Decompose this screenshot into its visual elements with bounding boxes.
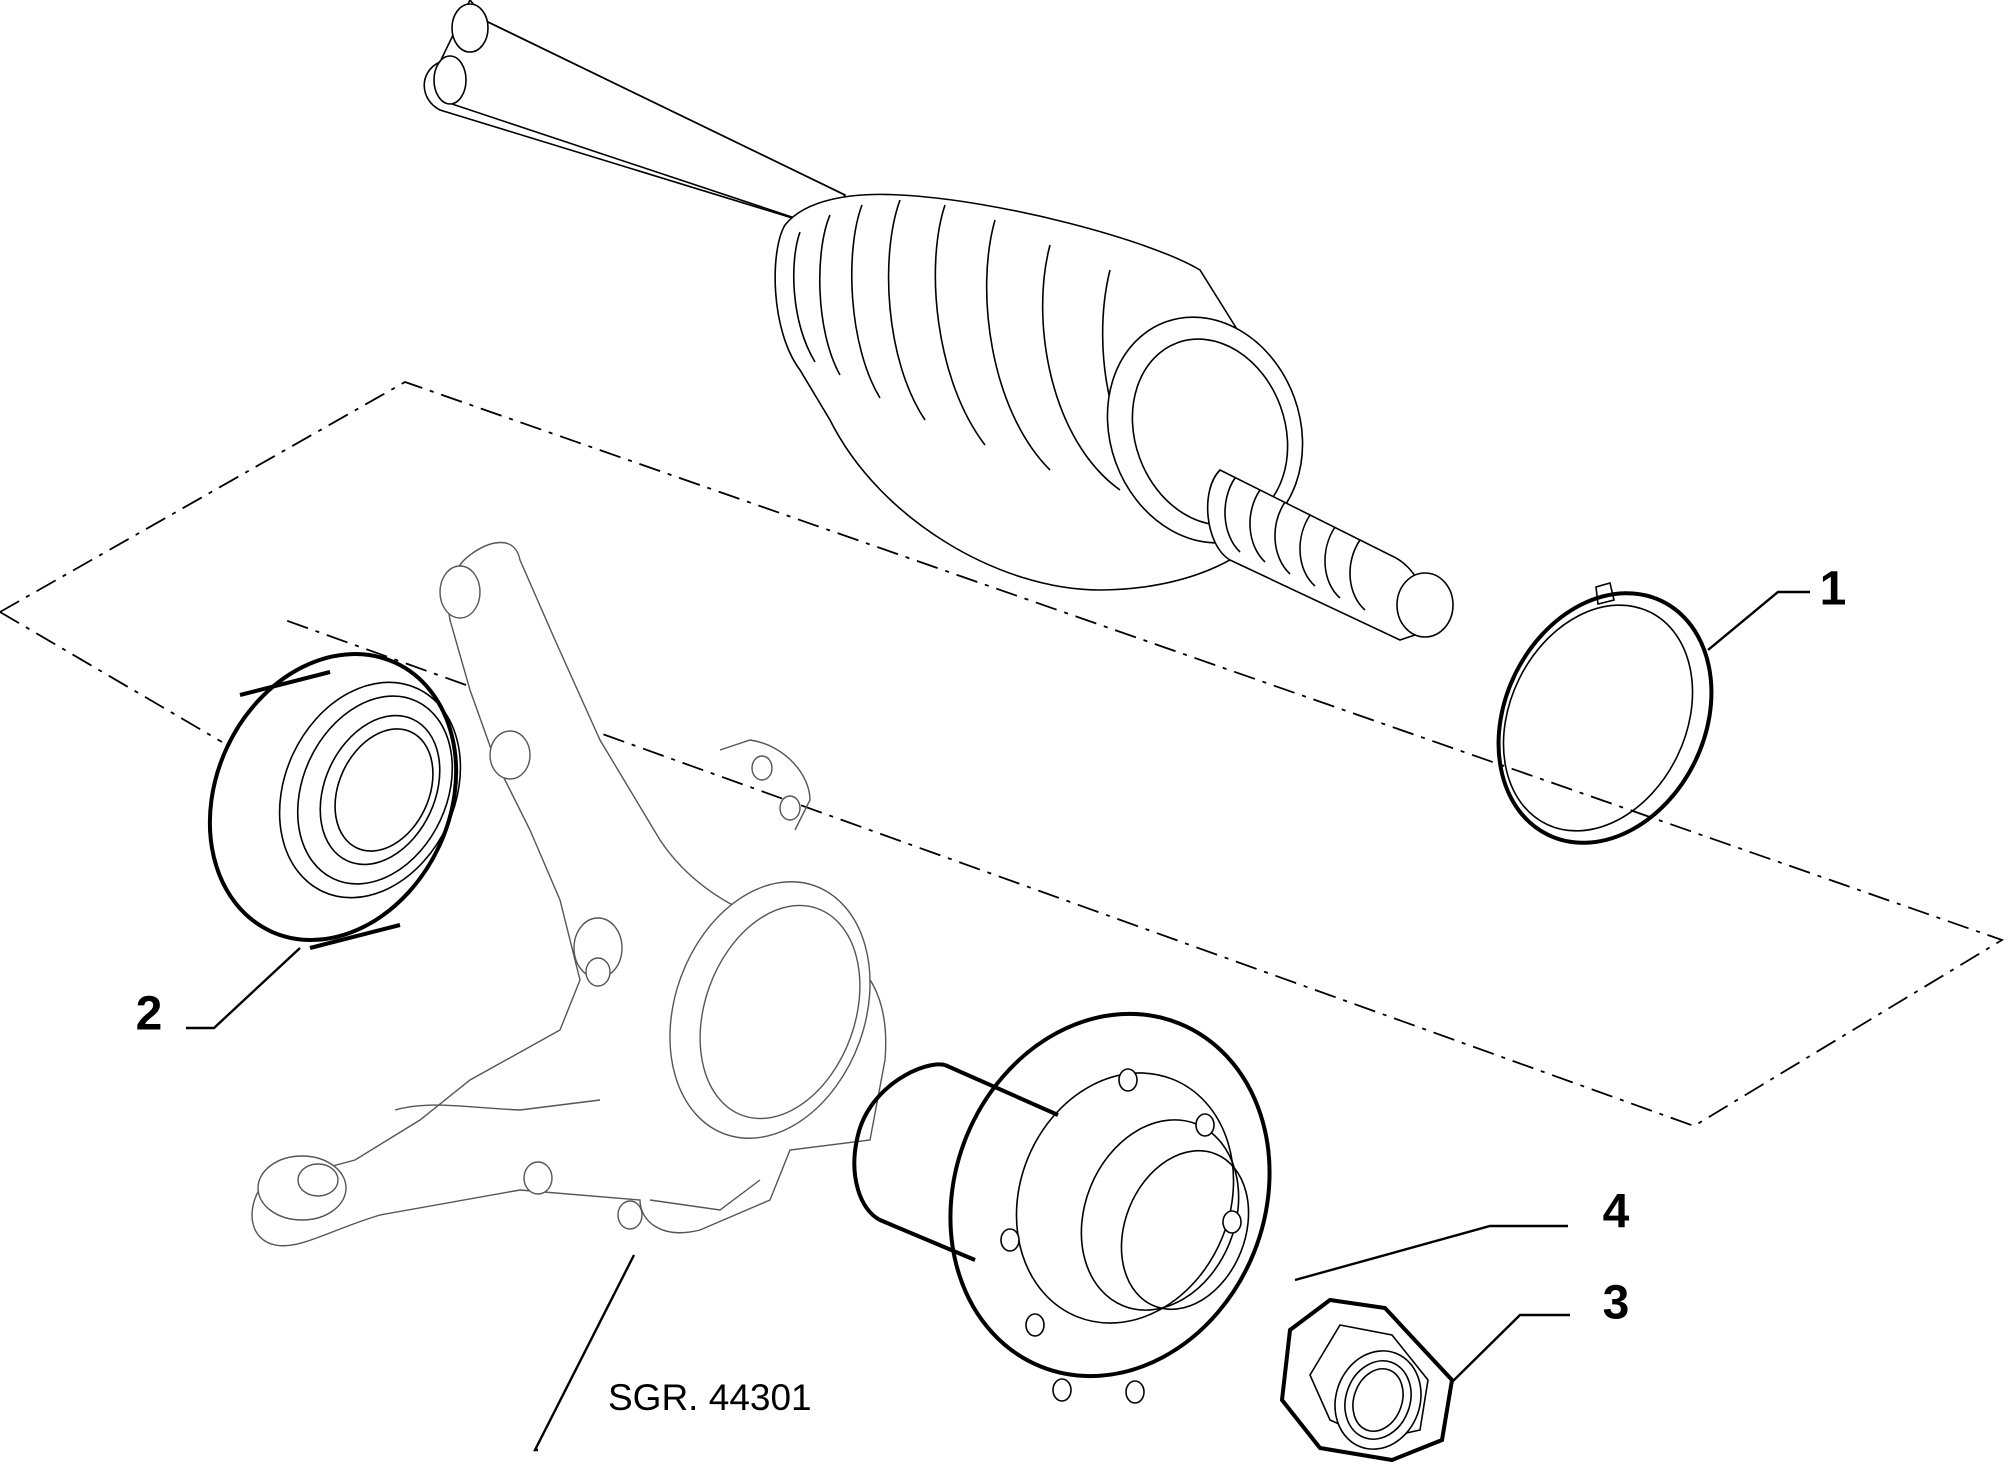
steering-knuckle xyxy=(251,541,887,1247)
callout-4: 4 xyxy=(1603,1186,1630,1239)
leader-line-3 xyxy=(1451,1313,1570,1383)
part-3-hub-nut xyxy=(1279,1297,1455,1463)
leader-line-ref xyxy=(533,1254,636,1452)
leader-line-4 xyxy=(1294,1224,1568,1282)
drive-shaft xyxy=(423,0,847,229)
leader-line-2 xyxy=(186,947,301,1030)
cv-joint-boot xyxy=(774,193,1304,591)
callout-1: 1 xyxy=(1820,563,1847,616)
part-1-snap-ring xyxy=(1496,582,1714,845)
reference-label: SGR. 44301 xyxy=(608,1377,812,1418)
leader-line-1 xyxy=(1707,590,1810,651)
part-4-wheel-hub xyxy=(852,1011,1272,1404)
callout-3: 3 xyxy=(1603,1277,1630,1330)
callout-2: 2 xyxy=(136,988,163,1041)
part-2-wheel-bearing xyxy=(207,652,462,950)
assembly-boundary-outline xyxy=(0,381,2005,1127)
splined-stub-axle xyxy=(1206,469,1454,641)
leader-lines xyxy=(186,590,1810,1452)
